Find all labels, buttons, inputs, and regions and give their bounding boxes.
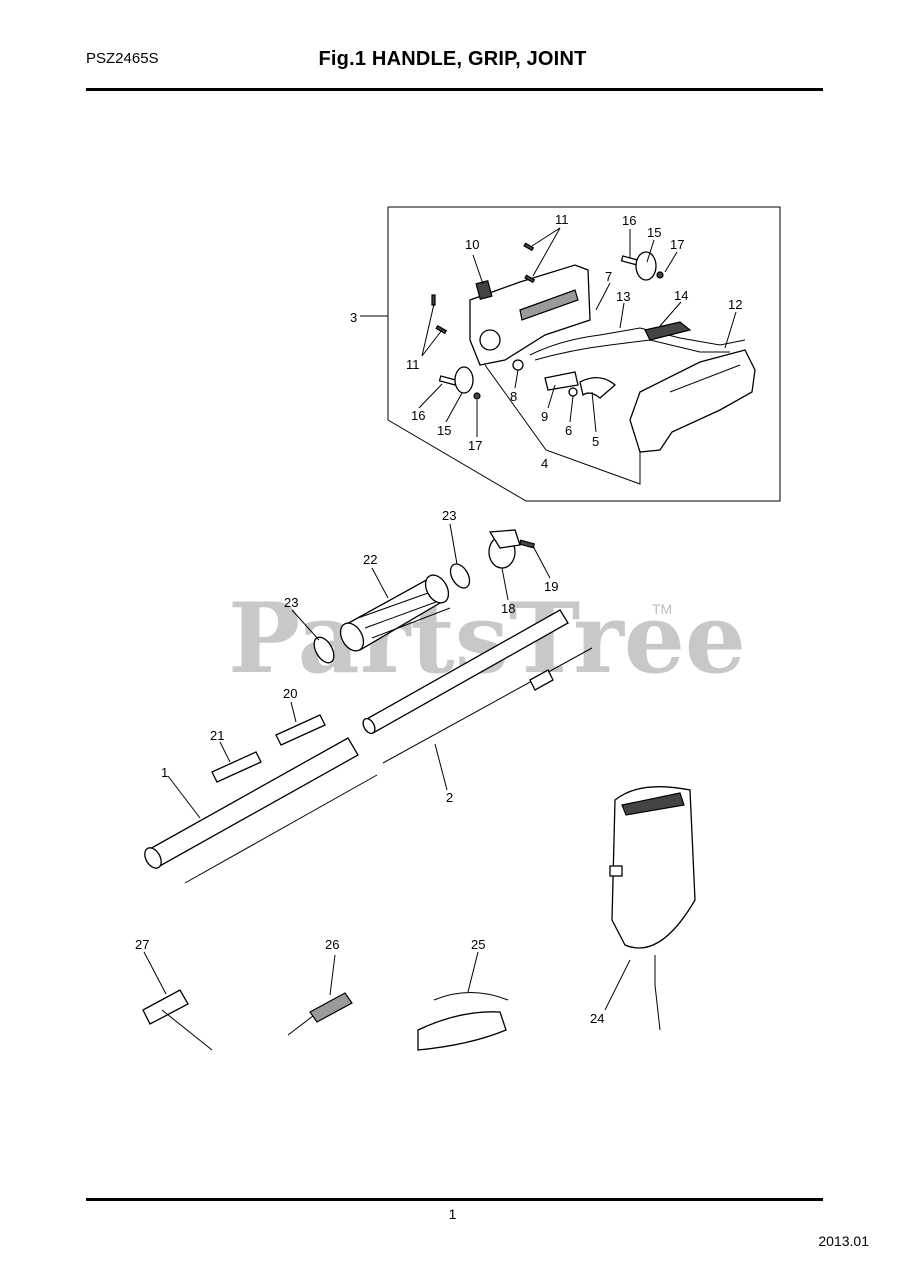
pipe-label-21 [211,751,262,783]
callout-12: 12 [728,297,742,312]
callout-18: 18 [501,601,515,616]
callout-13: 13 [616,289,630,304]
callout-10: 10 [465,237,479,252]
callout-27: 27 [135,937,149,952]
figure-title: Fig.1 HANDLE, GRIP, JOINT [318,48,587,70]
watermark-trademark: TM [652,601,672,617]
handle-housing [469,264,591,366]
screwdriver [287,992,353,1036]
clamp-bolt [518,539,536,549]
throttle-cable [529,321,746,361]
box-wrench [142,989,213,1051]
header-rule [86,88,823,91]
callout-15-bottom: 15 [437,423,451,438]
safety-goggles [417,992,509,1051]
pipe-label-20 [275,714,326,746]
callout-16-top: 16 [622,213,636,228]
callout-4: 4 [541,456,548,471]
callout-7: 7 [605,269,612,284]
callout-15-top: 15 [647,225,661,240]
throttle-lever [512,359,616,399]
drive-shaft [184,647,593,884]
grip-sleeve [339,574,451,652]
callout-5: 5 [592,434,599,449]
callout-25: 25 [471,937,485,952]
callout-23-top: 23 [442,508,456,523]
callout-22: 22 [363,552,377,567]
callout-17-top: 17 [670,237,684,252]
outer-pipe-upper [362,609,569,735]
shoulder-harness [609,786,696,1031]
callout-23-left: 23 [284,595,298,610]
callout-3: 3 [350,310,357,325]
handle-clamp [488,529,521,569]
callout-17-bottom: 17 [468,438,482,453]
callout-9: 9 [541,409,548,424]
model-number: PSZ2465S [86,50,159,67]
grip-ring-right [449,563,471,589]
footer-rule [86,1198,823,1201]
callout-20: 20 [283,686,297,701]
outer-pipe-lower [144,737,359,869]
callout-2: 2 [446,790,453,805]
callout-8: 8 [510,389,517,404]
handle-assembly-frame [387,206,781,502]
rear-grip [629,349,756,453]
callout-11-top: 11 [555,212,569,227]
callout-6: 6 [565,423,572,438]
callout-leaders [143,227,737,1011]
revision-date: 2013.01 [818,1233,869,1249]
watermark-text: PartsTree [228,582,746,695]
callout-21: 21 [210,728,224,743]
callout-24: 24 [590,1011,604,1026]
callout-26: 26 [325,937,339,952]
callout-19: 19 [544,579,558,594]
callout-1: 1 [161,765,168,780]
callout-11-left: 11 [406,357,420,372]
callout-14: 14 [674,288,688,303]
callout-numbers: 3 11 11 10 16 15 17 7 13 14 12 16 15 17 … [135,212,742,1026]
page-number: 1 [448,1206,457,1222]
handle-screws-and-clamps [431,242,664,400]
callout-16-bottom: 16 [411,408,425,423]
